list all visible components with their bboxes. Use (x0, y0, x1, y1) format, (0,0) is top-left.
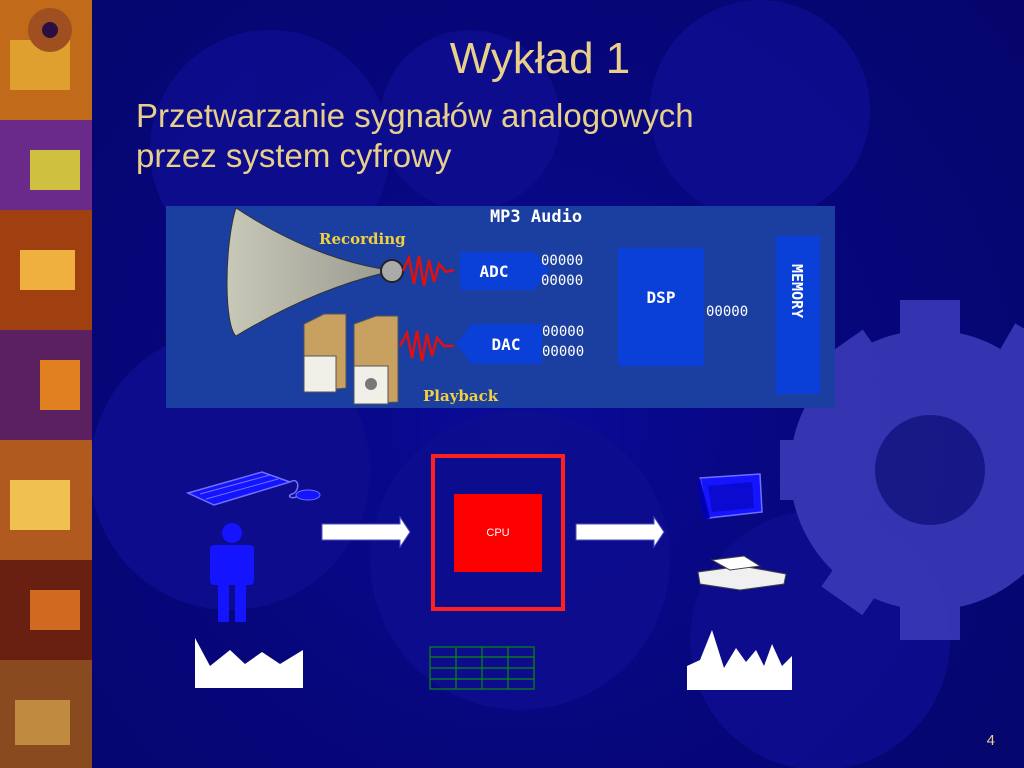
dsp-block (618, 248, 704, 366)
dsp-memory-bits: 00000 (706, 304, 748, 320)
horn-icon (226, 207, 389, 337)
monitor-icon (697, 473, 763, 520)
analog-wave-recording (401, 253, 455, 287)
subtitle-line-1: Przetwarzanie sygnałów analogowych (136, 97, 694, 134)
adc-bits-top: 00000 (541, 253, 583, 269)
keyboard-icon (185, 471, 293, 506)
mp3-audio-figure: MP3 Audio Recording ADC 00000 00000 DAC … (166, 206, 835, 408)
dsp-label: DSP (647, 288, 676, 307)
dac-block (456, 324, 542, 364)
printer-icon (697, 555, 787, 591)
cpu-label: CPU (486, 527, 509, 539)
recording-label: Recording (319, 230, 406, 248)
adc-block (460, 252, 550, 290)
output-arrow-icon (575, 515, 665, 549)
memory-label: MEMORY (788, 264, 806, 318)
output-signal-icon (687, 630, 792, 690)
page-number: 4 (986, 732, 995, 749)
playback-label: Playback (423, 387, 499, 405)
cpu-block (454, 494, 542, 572)
dac-bits-bottom: 00000 (542, 344, 584, 360)
adc-label: ADC (480, 262, 509, 281)
input-arrow-icon (321, 515, 411, 549)
memory-block (776, 236, 820, 394)
person-icon (210, 523, 254, 622)
input-signal-icon (195, 638, 303, 688)
speakers-icon (303, 313, 399, 405)
dac-label: DAC (492, 335, 521, 354)
mouse-icon (295, 489, 321, 501)
slide-title: Wykład 1 (449, 34, 631, 83)
mouse-cable (288, 479, 299, 499)
figure-heading: MP3 Audio (490, 207, 582, 227)
left-decorative-strip (0, 0, 92, 768)
dac-bits-top: 00000 (542, 324, 584, 340)
slide-subtitle: Przetwarzanie sygnałów analogowych przez… (136, 96, 856, 176)
computer-frame (431, 454, 565, 611)
adc-bits-bottom: 00000 (541, 273, 583, 289)
analog-wave-playback (398, 329, 454, 362)
subtitle-line-2: przez system cyfrowy (136, 137, 452, 174)
memory-grid (429, 646, 535, 690)
